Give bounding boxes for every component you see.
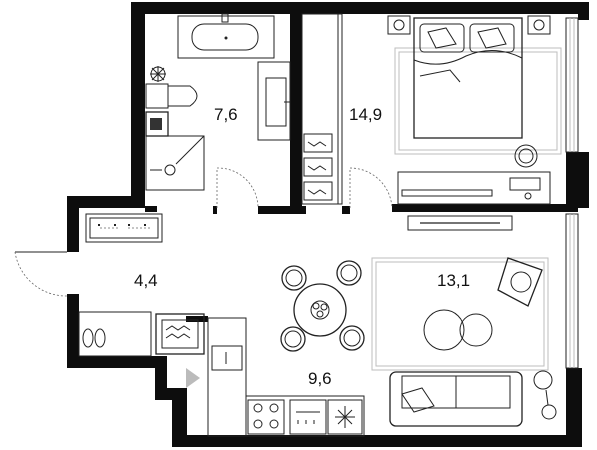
coffee-table-icon xyxy=(423,309,493,351)
sofa-icon xyxy=(389,371,523,427)
sink-icon xyxy=(257,61,291,141)
room-area-living: 13,1 xyxy=(437,271,470,290)
living: 13,1 xyxy=(371,257,557,427)
walls xyxy=(67,2,589,447)
room-area-bedroom: 14,9 xyxy=(349,105,382,124)
armchair-icon xyxy=(514,144,538,168)
room-area-hallway: 4,4 xyxy=(134,271,158,290)
stove-icon xyxy=(247,399,285,435)
radiator-icon xyxy=(303,133,333,201)
desk-icon xyxy=(397,171,551,205)
snowflake-icon xyxy=(327,399,363,435)
bathroom: 7,6 xyxy=(145,13,291,209)
washing-machine-icon xyxy=(155,313,205,355)
chair-icon xyxy=(280,260,365,352)
armchair-icon xyxy=(497,257,543,307)
room-area-kitchen: 9,6 xyxy=(308,369,332,388)
windows xyxy=(565,17,579,369)
shower-icon xyxy=(145,135,205,191)
slippers-icon xyxy=(82,328,106,348)
bed-icon xyxy=(413,17,523,139)
kitchen: 9,6 xyxy=(155,313,365,437)
dining-table-icon xyxy=(293,283,347,337)
hallway: 4,4 xyxy=(78,213,163,357)
bathtub-icon xyxy=(177,13,275,59)
entrance-door xyxy=(14,251,68,297)
toilet-icon xyxy=(145,83,198,109)
floor-lamp-icon xyxy=(533,370,557,420)
tv-icon xyxy=(407,215,513,231)
bedroom: 14,9 xyxy=(296,13,562,214)
plant-icon xyxy=(150,66,166,82)
room-area-bathroom: 7,6 xyxy=(214,105,238,124)
